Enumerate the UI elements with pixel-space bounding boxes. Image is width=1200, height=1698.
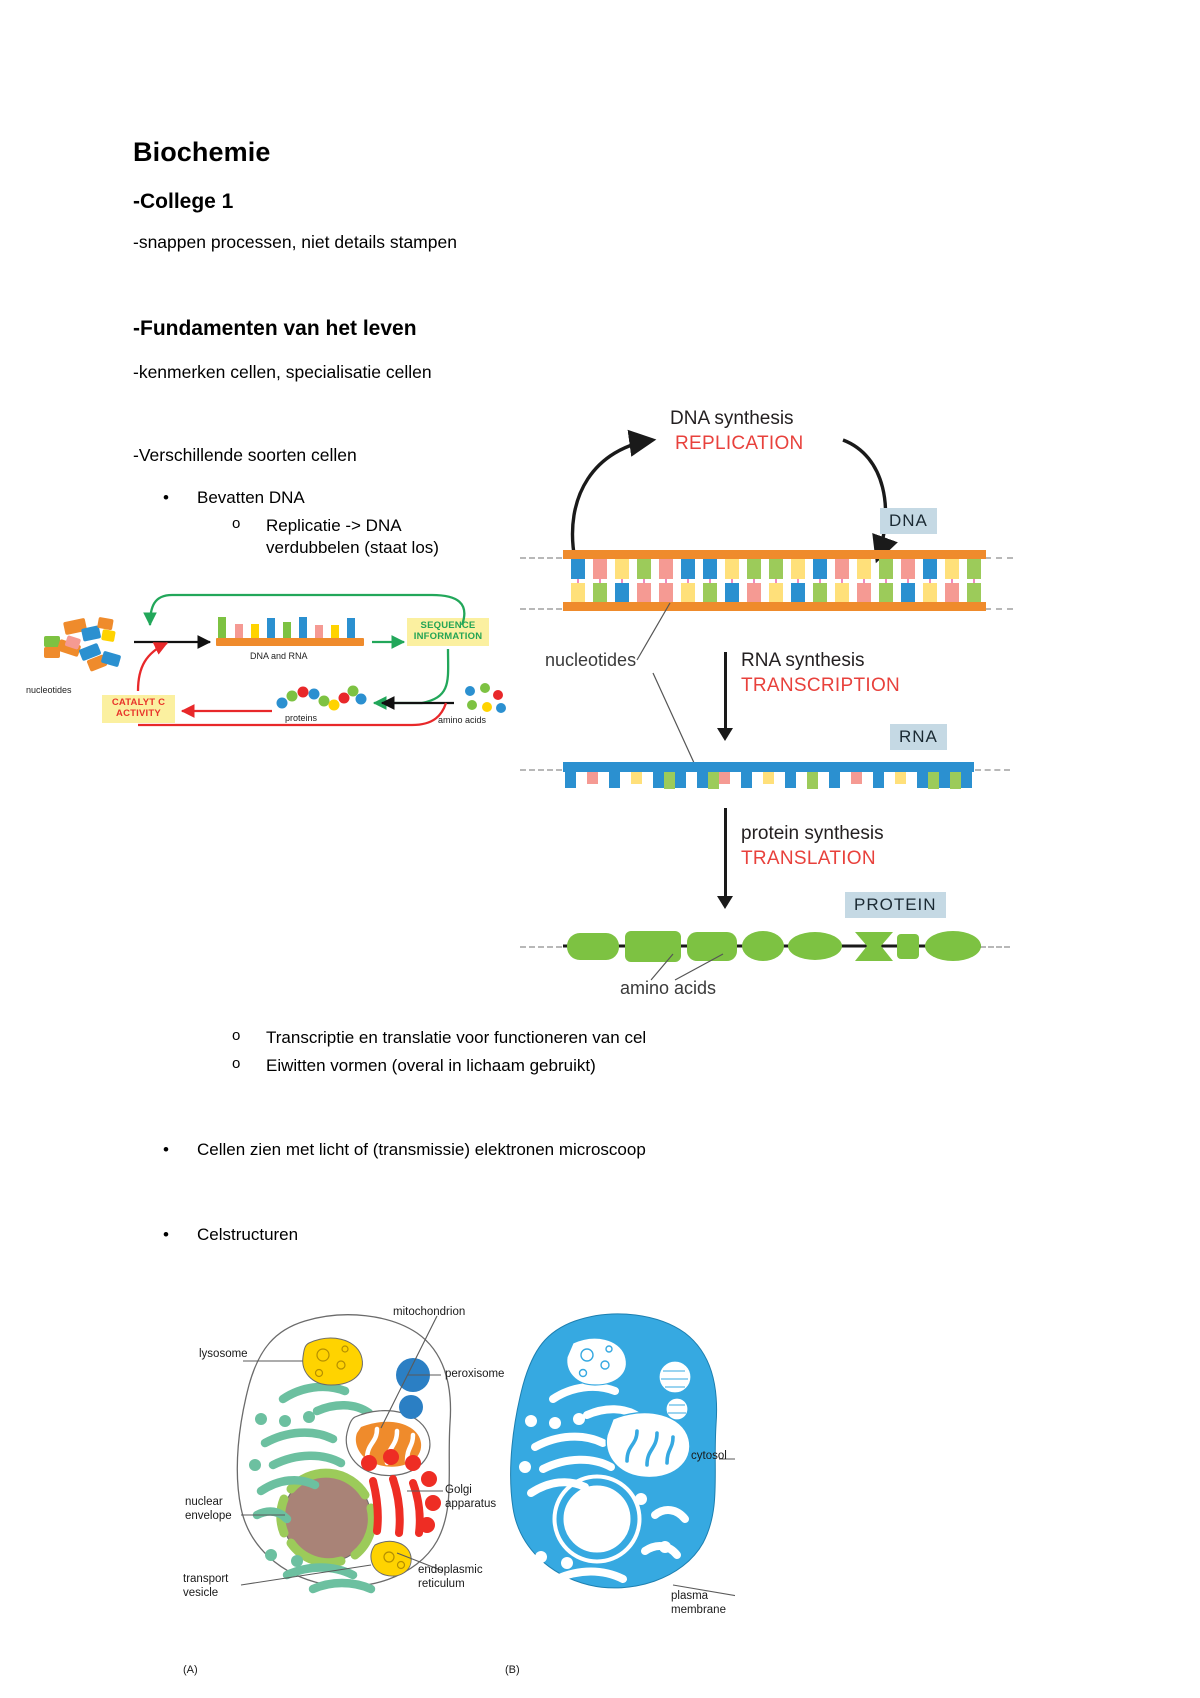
list-item: • Bevatten DNA [163, 487, 305, 509]
list-item-label: Cellen zien met licht of (transmissie) e… [197, 1140, 646, 1159]
bullet-disc-icon: • [163, 488, 169, 507]
label-cytosol: cytosol [691, 1450, 727, 1462]
amino-acid-leader-lines-icon [650, 953, 724, 981]
label-translation: TRANSLATION [741, 848, 876, 869]
label-mitochondrion: mitochondrion [393, 1306, 466, 1318]
label-nuclear-envelope-line1: nuclear [185, 1496, 223, 1508]
heading-verschillende-soorten-cellen: -Verschillende soorten cellen [133, 445, 357, 465]
list-item: • Celstructuren [163, 1224, 298, 1246]
bullet-circle-icon: o [232, 1027, 241, 1044]
label-endoplasmic-reticulum: endoplasmic reticulum [418, 1564, 483, 1591]
tag-protein: PROTEIN [845, 892, 946, 918]
box-sequence-line1: SEQUENCE [420, 620, 476, 631]
box-catalytic-activity: CATALYT C ACTIVITY [102, 695, 175, 723]
cell-panel-a-leaders-icon [240, 1315, 444, 1586]
label-nucleotides: nucleotides [26, 685, 72, 695]
protein-chain-icon [276, 685, 367, 711]
note-snappen-processen: -snappen processen, niet details stampen [133, 232, 457, 252]
label-dna-and-rna: DNA and RNA [250, 651, 308, 661]
figure-central-dogma: DNA synthesis REPLICATION DNA [515, 400, 1015, 1010]
label-peroxisome: peroxisome [445, 1368, 505, 1380]
bullet-circle-icon: o [232, 515, 241, 532]
box-sequence-line2: INFORMATION [413, 630, 483, 642]
heading-college-1: -College 1 [133, 190, 234, 213]
translation-arrow-head [717, 896, 733, 909]
cell-panel-b-leaders-icon [672, 1458, 735, 1597]
label-replication: REPLICATION [675, 433, 804, 454]
heading-fundamenten: -Fundamenten van het leven [133, 317, 417, 340]
protein-dash-right [980, 946, 1010, 948]
list-item-label: Transcriptie en translatie voor function… [266, 1028, 647, 1047]
label-nucleotides: nucleotides [545, 650, 637, 670]
list-item: o Replicatie -> DNA verdubbelen (staat l… [232, 515, 532, 560]
box-sequence-information: SEQUENCE INFORMATION [407, 618, 489, 646]
label-nuclear-envelope: nuclear envelope [185, 1496, 232, 1523]
cycle-arrows-icon [134, 593, 466, 727]
nucleotide-cluster-icon [44, 617, 121, 672]
label-er-line1: endoplasmic [418, 1564, 483, 1576]
cell-panel-a-icon [236, 1314, 452, 1594]
dna-duplex-icon [563, 550, 986, 611]
transcription-arrow-head [717, 728, 733, 741]
label-plasma-membrane: plasma membrane [671, 1590, 726, 1617]
label-golgi-line2: apparatus [445, 1497, 497, 1510]
list-item-label-cont: verdubbelen (staat los) [266, 538, 439, 558]
replication-arc-icon [570, 429, 898, 564]
label-protein-synthesis: protein synthesis [741, 823, 884, 844]
tag-rna: RNA [890, 724, 947, 750]
label-golgi-apparatus: Golgi apparatus [445, 1484, 496, 1511]
label-panel-a: (A) [183, 1664, 198, 1676]
label-golgi-line1: Golgi [445, 1484, 472, 1496]
bullet-circle-icon: o [232, 1055, 241, 1072]
label-proteins: proteins [285, 713, 318, 723]
list-item-label: Eiwitten vormen (overal in lichaam gebru… [266, 1056, 596, 1075]
list-item-label: Bevatten DNA [197, 488, 305, 507]
label-amino-acids: amino acids [620, 978, 717, 998]
label-nuclear-envelope-line2: envelope [185, 1509, 232, 1522]
bullet-disc-icon: • [163, 1225, 169, 1244]
label-transport-line1: transport [183, 1573, 229, 1585]
tag-dna: DNA [880, 508, 937, 534]
label-lysosome: lysosome [199, 1348, 248, 1360]
translation-arrow-shaft [724, 808, 727, 898]
label-amino-acids: amino acids [438, 715, 487, 725]
protein-dash-left [520, 946, 562, 948]
label-rna-synthesis: RNA synthesis [741, 650, 865, 671]
label-plasma-line2: membrane [671, 1603, 726, 1616]
rna-dash-right [975, 769, 1010, 771]
dna-dash-left-bottom [520, 608, 562, 610]
box-catalytic-line2: ACTIVITY [116, 707, 161, 719]
bullet-disc-icon: • [163, 1140, 169, 1159]
label-panel-b: (B) [505, 1664, 520, 1676]
list-item: o Transcriptie en translatie voor functi… [232, 1027, 646, 1049]
figure-molecular-cycle: nucleotides DNA and RNA prote [22, 585, 522, 755]
list-item-label: Replicatie -> DNA [266, 516, 402, 535]
page-title: Biochemie [133, 137, 271, 167]
figure-cell-structures: lysosome mitochondrion peroxisome nuclea… [175, 1268, 755, 1688]
label-dna-synthesis: DNA synthesis [670, 408, 794, 429]
protein-chain-icon [563, 931, 981, 962]
label-transcription: TRANSCRIPTION [741, 675, 901, 696]
dna-dash-right-bottom [985, 608, 1013, 610]
label-er-line2: reticulum [418, 1577, 465, 1590]
dna-dash-left-top [520, 557, 562, 559]
note-kenmerken-cellen: -kenmerken cellen, specialisatie cellen [133, 362, 432, 382]
box-catalytic-line1: CATALYT C [111, 697, 166, 708]
transcription-arrow-shaft [724, 652, 727, 730]
dna-rna-backbone [216, 638, 364, 646]
rna-strand-icon [563, 762, 974, 789]
list-item-label: Celstructuren [197, 1225, 299, 1244]
rna-dash-left [520, 769, 562, 771]
nucleotide-leader-lines-icon [636, 602, 696, 766]
amino-acid-cluster-icon [465, 683, 506, 713]
list-item: • Cellen zien met licht of (transmissie)… [163, 1139, 646, 1161]
dna-rna-bases-icon [218, 617, 355, 638]
label-transport-vesicle: transport vesicle [183, 1573, 228, 1600]
label-plasma-line1: plasma [671, 1590, 709, 1602]
label-transport-line2: vesicle [183, 1586, 219, 1599]
dna-dash-right-top [985, 557, 1013, 559]
cell-panel-b-icon [510, 1313, 718, 1589]
list-item: o Eiwitten vormen (overal in lichaam geb… [232, 1055, 596, 1077]
